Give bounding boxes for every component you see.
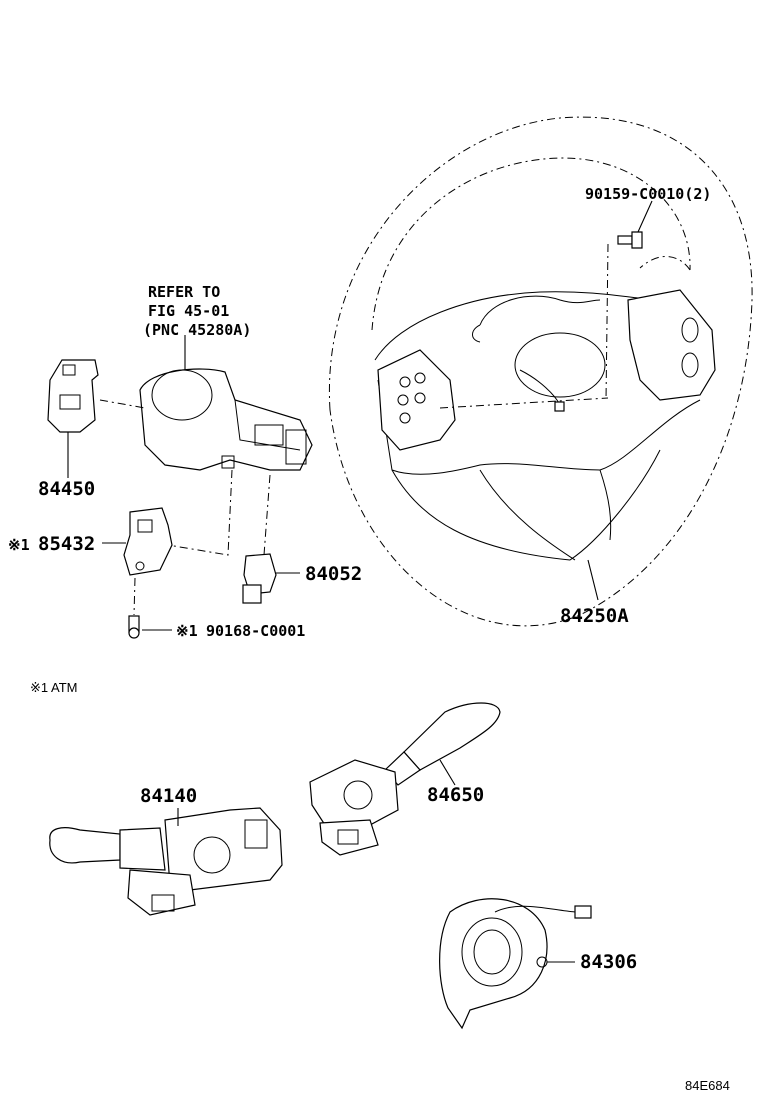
note-atm: ※1 ATM [30,680,78,695]
label-84450: 84450 [38,478,95,500]
refer-line3: (PNC 45280A) [143,321,251,339]
label-84650: 84650 [427,784,484,806]
label-85432-mark: ※1 [8,536,30,554]
label-84306: 84306 [580,951,637,973]
bolt-90168 [128,615,140,639]
label-90159: 90159-C0010(2) [585,185,711,203]
part-84450 [47,359,99,478]
lock-housing [99,335,313,556]
screw-90159 [617,231,643,249]
label-84140: 84140 [140,785,197,807]
part-84650 [309,702,501,856]
part-84052 [242,553,300,604]
diagram-code: 84E684 [685,1078,730,1093]
label-84052: 84052 [305,563,362,585]
label-90168: 90168-C0001 [206,622,305,640]
steering-wheel-84250a [328,116,753,627]
part-84140 [49,807,283,916]
part-85432 [102,507,173,639]
label-84250a: 84250A [560,605,629,627]
refer-line1: REFER TO [148,283,220,301]
part-84306 [439,898,592,1030]
refer-line2: FIG 45-01 [148,302,229,320]
label-90168-mark: ※1 [176,622,198,640]
label-85432: 85432 [38,533,95,555]
